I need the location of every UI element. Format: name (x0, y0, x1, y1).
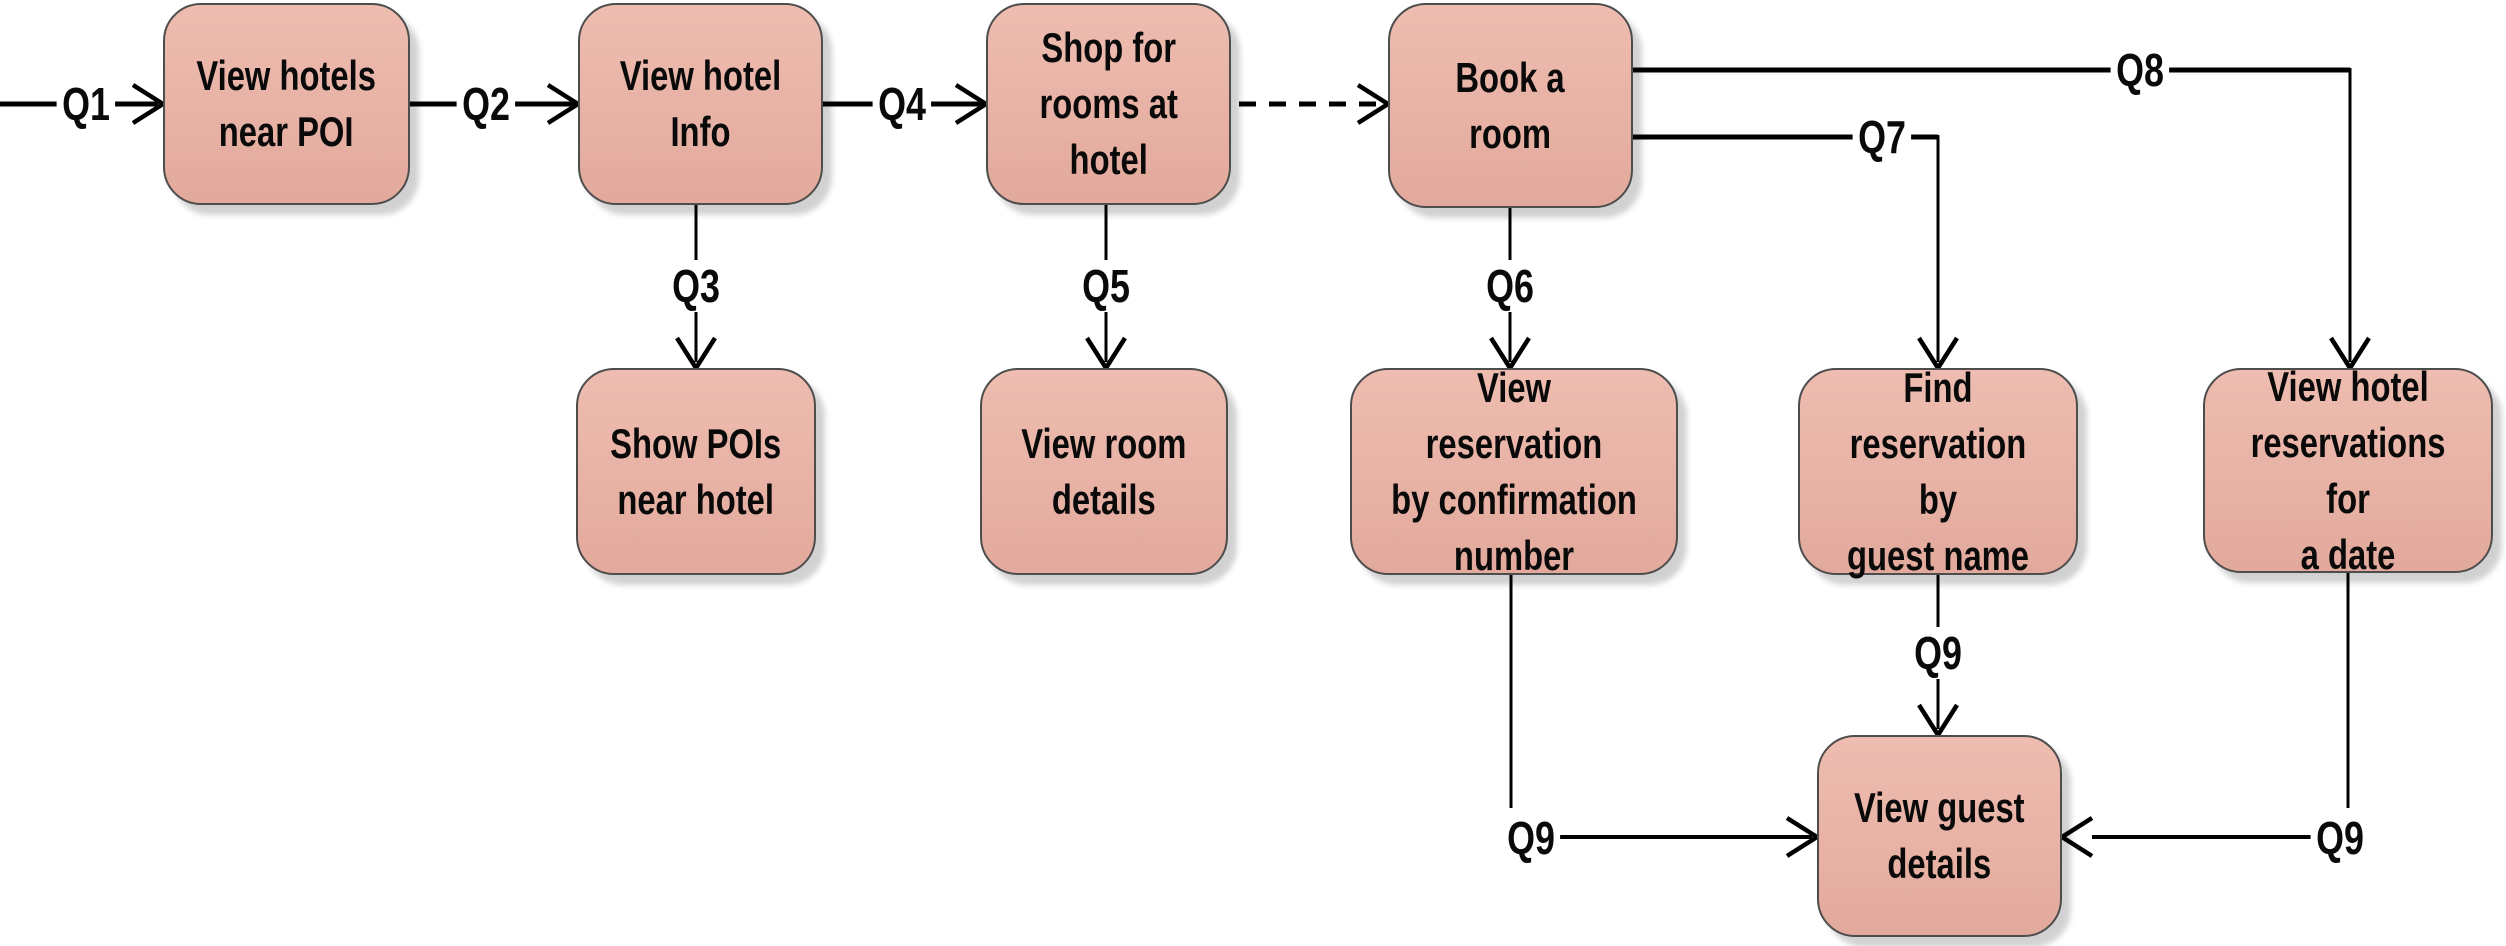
node-show-pois-near-hotel: Show POIs near hotel (576, 368, 816, 575)
edge-label-q3: Q3 (666, 260, 726, 312)
node-label: Show POIs near hotel (610, 419, 782, 523)
node-view-hotel-info: View hotel Info (578, 3, 823, 205)
edge-label-q6: Q6 (1480, 260, 1540, 312)
arrowhead-q9-date-left (2057, 816, 2094, 858)
edge-label-q9-confirmation: Q9 (1501, 812, 1561, 864)
edge-label-q2: Q2 (456, 78, 516, 130)
node-label: Book a room (1455, 53, 1566, 157)
node-book-a-room: Book a room (1388, 3, 1633, 208)
node-label: View hotel reservations for a date (2250, 362, 2446, 578)
edge-label-q9-date: Q9 (2310, 812, 2370, 864)
node-label: View hotel Info (619, 52, 782, 155)
edge-label-q5: Q5 (1076, 260, 1136, 312)
node-find-reservation-by-guest: Find reservation by guest name (1798, 364, 2078, 579)
node-label: View hotels near POI (196, 52, 377, 155)
node-label: Find reservation by guest name (1846, 363, 2030, 579)
edge-label-q1: Q1 (56, 78, 116, 130)
edge-label-q9-find: Q9 (1908, 627, 1968, 679)
node-label: View reservation by confirmation number (1391, 363, 1637, 579)
node-view-room-details: View room details (980, 368, 1228, 575)
node-view-hotel-reservations-for-date: View hotel reservations for a date (2203, 363, 2493, 578)
node-view-hotels-near-poi: View hotels near POI (163, 3, 410, 205)
node-view-guest-details: View guest details (1817, 735, 2062, 937)
node-shop-for-rooms: Shop for rooms at hotel (986, 3, 1231, 205)
node-label: View room details (1021, 419, 1187, 523)
edge-label-q7: Q7 (1852, 111, 1912, 163)
node-label: Shop for rooms at hotel (1039, 24, 1178, 183)
node-label: View guest details (1854, 784, 2025, 887)
node-view-reservation-by-confirmation: View reservation by confirmation number (1350, 364, 1678, 579)
edge-label-q8: Q8 (2110, 44, 2170, 96)
edge-label-q4: Q4 (872, 78, 932, 130)
